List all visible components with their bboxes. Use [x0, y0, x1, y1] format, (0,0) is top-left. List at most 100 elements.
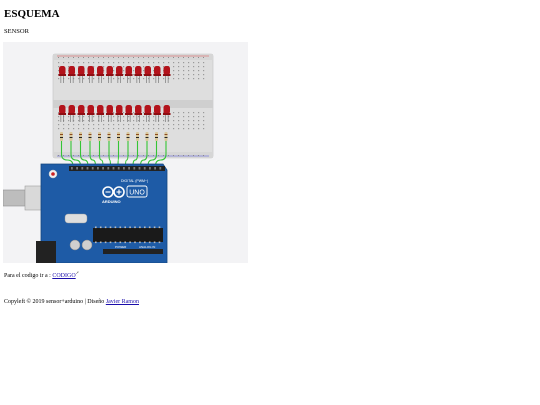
resistor-band	[107, 134, 111, 135]
breadboard-hole	[83, 124, 85, 126]
resistor	[164, 132, 168, 141]
resistor-band	[136, 137, 139, 138]
led-leg	[148, 76, 150, 83]
rail-hole	[178, 155, 179, 156]
led-leg	[108, 76, 109, 83]
breadboard-hole	[123, 62, 125, 64]
resistor-band	[136, 134, 139, 135]
breadboard-hole	[203, 128, 205, 130]
rail-hole	[103, 155, 104, 156]
led-leg	[63, 115, 64, 122]
led-rim	[68, 74, 76, 76]
wire-bundle	[60, 141, 167, 167]
breadboard-hole	[68, 62, 70, 64]
breadboard-hole	[68, 112, 70, 114]
rail-hole	[148, 155, 149, 156]
breadboard-hole	[173, 70, 175, 72]
led-leg	[60, 115, 62, 122]
breadboard-hole	[73, 62, 75, 64]
breadboard-hole	[133, 62, 135, 64]
breadboard-hole	[58, 62, 60, 64]
led-leg	[136, 76, 138, 83]
chip-pin	[153, 226, 156, 229]
led-leg	[158, 76, 159, 83]
wire	[79, 141, 89, 167]
breadboard-hole	[143, 78, 145, 80]
breadboard-hole	[203, 116, 205, 118]
led-leg	[101, 76, 102, 83]
breadboard-hole	[193, 120, 195, 122]
breadboard-hole	[203, 62, 205, 64]
led-leg	[91, 76, 93, 83]
breadboard-hole	[163, 78, 165, 80]
code-link-prefix: Para el codigo ir a :	[4, 273, 53, 279]
breadboard-hole	[118, 62, 120, 64]
breadboard-hole	[188, 66, 190, 68]
breadboard-hole	[158, 128, 160, 130]
resistor	[60, 132, 63, 141]
resistor-band	[107, 137, 111, 138]
breadboard-hole	[153, 128, 155, 130]
chip-pins	[95, 226, 161, 244]
breadboard-hole	[143, 74, 145, 76]
led-leg	[82, 76, 83, 83]
author-link[interactable]: Javier Ramon	[105, 299, 139, 305]
arduino-logo-icon	[102, 186, 125, 198]
breadboard-hole	[63, 62, 65, 64]
breadboard-hole	[173, 112, 175, 114]
chip-pin	[119, 226, 122, 229]
rail-hole	[168, 155, 169, 156]
led-body	[68, 105, 75, 114]
breadboard-hole	[178, 70, 180, 72]
code-link[interactable]: CODIGO	[52, 273, 76, 279]
breadboard-hole	[188, 70, 190, 72]
rail-hole	[113, 155, 114, 156]
chip-pin	[114, 241, 117, 244]
breadboard-hole	[113, 74, 115, 76]
rail-hole	[148, 57, 149, 58]
led-rim	[96, 113, 104, 115]
led-body	[154, 66, 161, 75]
breadboard-hole	[198, 70, 200, 72]
rail-hole	[183, 155, 184, 156]
breadboard-hole	[68, 116, 70, 118]
chip-pin	[104, 226, 107, 229]
breadboard-hole	[93, 66, 95, 68]
header-pin	[128, 167, 130, 170]
led-leg	[82, 115, 83, 122]
rail-hole	[153, 155, 154, 156]
breadboard-hole	[58, 128, 60, 130]
resistor	[155, 132, 158, 141]
led-leg	[127, 76, 128, 83]
led-leg	[139, 115, 140, 122]
breadboard-hole	[88, 62, 90, 64]
breadboard-hole	[148, 116, 150, 118]
breadboard-hole	[138, 124, 140, 126]
breadboard-hole	[188, 120, 190, 122]
led-rim	[125, 74, 133, 76]
resistor-band	[79, 137, 82, 138]
rail-hole	[173, 155, 174, 156]
breadboard-hole	[68, 124, 70, 126]
rail-hole	[138, 57, 139, 58]
breadboard-hole	[68, 128, 70, 130]
rail-hole	[108, 57, 109, 58]
breadboard-hole	[153, 120, 155, 122]
breadboard-hole	[188, 128, 190, 130]
breadboard-hole	[63, 124, 65, 126]
resistor	[136, 132, 139, 141]
rail-hole	[103, 57, 104, 58]
breadboard-hole	[98, 128, 100, 130]
breadboard-hole	[173, 128, 175, 130]
led-leg	[72, 76, 74, 83]
breadboard-hole	[138, 128, 140, 130]
breadboard-hole	[73, 116, 75, 118]
breadboard-hole	[113, 62, 115, 64]
breadboard-hole	[198, 116, 200, 118]
breadboard-hole	[178, 74, 180, 76]
rail-hole	[68, 155, 69, 156]
breadboard-hole	[168, 128, 170, 130]
breadboard-hole	[183, 112, 185, 114]
resistor-band	[98, 134, 101, 135]
breadboard-hole	[163, 116, 165, 118]
